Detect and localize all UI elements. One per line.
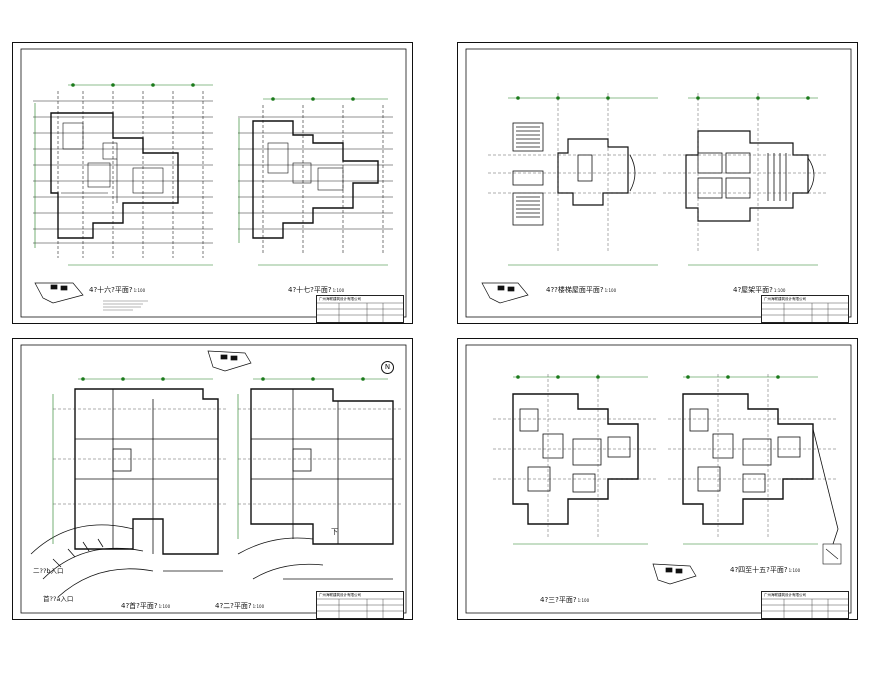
- plan-title-text: 4?四至十五?平面?: [730, 566, 788, 574]
- title-block-name: 广州海联建筑设计有限公司: [764, 297, 806, 301]
- title-block-1: 广州海联建筑设计有限公司: [316, 295, 404, 323]
- plan-title-second: 4?二?平面?1:100: [215, 602, 265, 610]
- north-arrow-icon: N: [381, 361, 394, 374]
- key-plan-3: [207, 350, 252, 372]
- stair-down-label: 下: [331, 528, 338, 536]
- sheet-3-drawing: [20, 344, 407, 614]
- plan-title-text: 4?屋架平面?: [733, 286, 773, 294]
- title-block-grid: [762, 302, 848, 322]
- title-block-name: 广州海联建筑设计有限公司: [319, 297, 361, 301]
- plan-title-17: 4?十七?平面?1:100: [288, 286, 345, 294]
- key-plan-2: [481, 282, 529, 304]
- drawing-sheet-1: 4?十六?平面?1:100 4?十七?平面?1:100 广州海联建筑设计有限公司: [12, 42, 413, 324]
- plan-title-text: 4?二?平面?: [215, 602, 252, 610]
- sheet-2-drawing: [465, 48, 852, 318]
- floor-plan-17: [238, 105, 393, 253]
- dimension-lines-3: [52, 377, 388, 544]
- sheet-1-drawing: [20, 48, 407, 318]
- drawing-sheet-3: N 二??b入口 首??a入口 下 4?首?平面?1:100 4?二?平面?1:…: [12, 338, 413, 620]
- entrance-label-b: 二??b入口: [33, 567, 64, 575]
- grid-lines-2: [488, 93, 828, 253]
- plan-title-text: 4??楼梯屋面平面?: [546, 286, 604, 294]
- grid-lines-3: [53, 408, 403, 505]
- floor-plan-16: [33, 91, 213, 258]
- ramp-2: [237, 537, 393, 580]
- title-block-3: 广州海联建筑设计有限公司: [316, 591, 404, 619]
- title-block-grid: [317, 302, 403, 322]
- entrance-label-a: 首??a入口: [43, 595, 74, 603]
- plan-title-roof: 4?屋架平面?1:100: [733, 286, 786, 294]
- title-block-4: 广州海联建筑设计有限公司: [761, 591, 849, 619]
- drawing-sheet-2: 4??楼梯屋面平面?1:100 4?屋架平面?1:100 广州海联建筑设计有限公…: [457, 42, 858, 324]
- title-block-name: 广州海联建筑设计有限公司: [319, 593, 361, 597]
- second-floor-plan: [250, 388, 394, 545]
- dimension-lines: [34, 83, 388, 266]
- dimension-lines-4: [513, 375, 818, 545]
- plan-title-text: 4?三?平面?: [540, 596, 577, 604]
- title-block-name: 广州海联建筑设计有限公司: [764, 593, 806, 597]
- plan-title-text: 4?十七?平面?: [288, 286, 332, 294]
- entrance-road: [30, 524, 223, 598]
- plan-title-16: 4?十六?平面?1:100: [89, 286, 146, 294]
- plan-title-typical: 4?四至十五?平面?1:100: [730, 566, 801, 574]
- plan-title-text: 4?十六?平面?: [89, 286, 133, 294]
- plan-title-text: 4?首?平面?: [121, 602, 158, 610]
- dimension-lines-2: [508, 96, 818, 266]
- title-block-grid: [317, 598, 403, 618]
- title-block-2: 广州海联建筑设计有限公司: [761, 295, 849, 323]
- roof-plan: [685, 130, 815, 222]
- sheet-4-drawing: [465, 344, 852, 614]
- ground-floor-plan: [74, 388, 219, 555]
- key-plan-4: [652, 563, 697, 585]
- plan-title-third: 4?三?平面?1:100: [540, 596, 590, 604]
- plan-title-stair-roof: 4??楼梯屋面平面?1:100: [546, 286, 617, 294]
- key-plan-1: [34, 282, 84, 304]
- typical-floor-plan: [682, 393, 839, 545]
- third-floor-plan: [512, 393, 639, 525]
- drawing-sheet-4: 4?三?平面?1:100 4?四至十五?平面?1:100 广州海联建筑设计有限公…: [457, 338, 858, 620]
- title-block-grid: [762, 598, 848, 618]
- plan-title-ground: 4?首?平面?1:100: [121, 602, 171, 610]
- detail-4: [822, 543, 842, 565]
- notes-1: [103, 300, 148, 311]
- stair-roof-plan: [512, 122, 636, 226]
- grid-lines-4: [493, 374, 838, 539]
